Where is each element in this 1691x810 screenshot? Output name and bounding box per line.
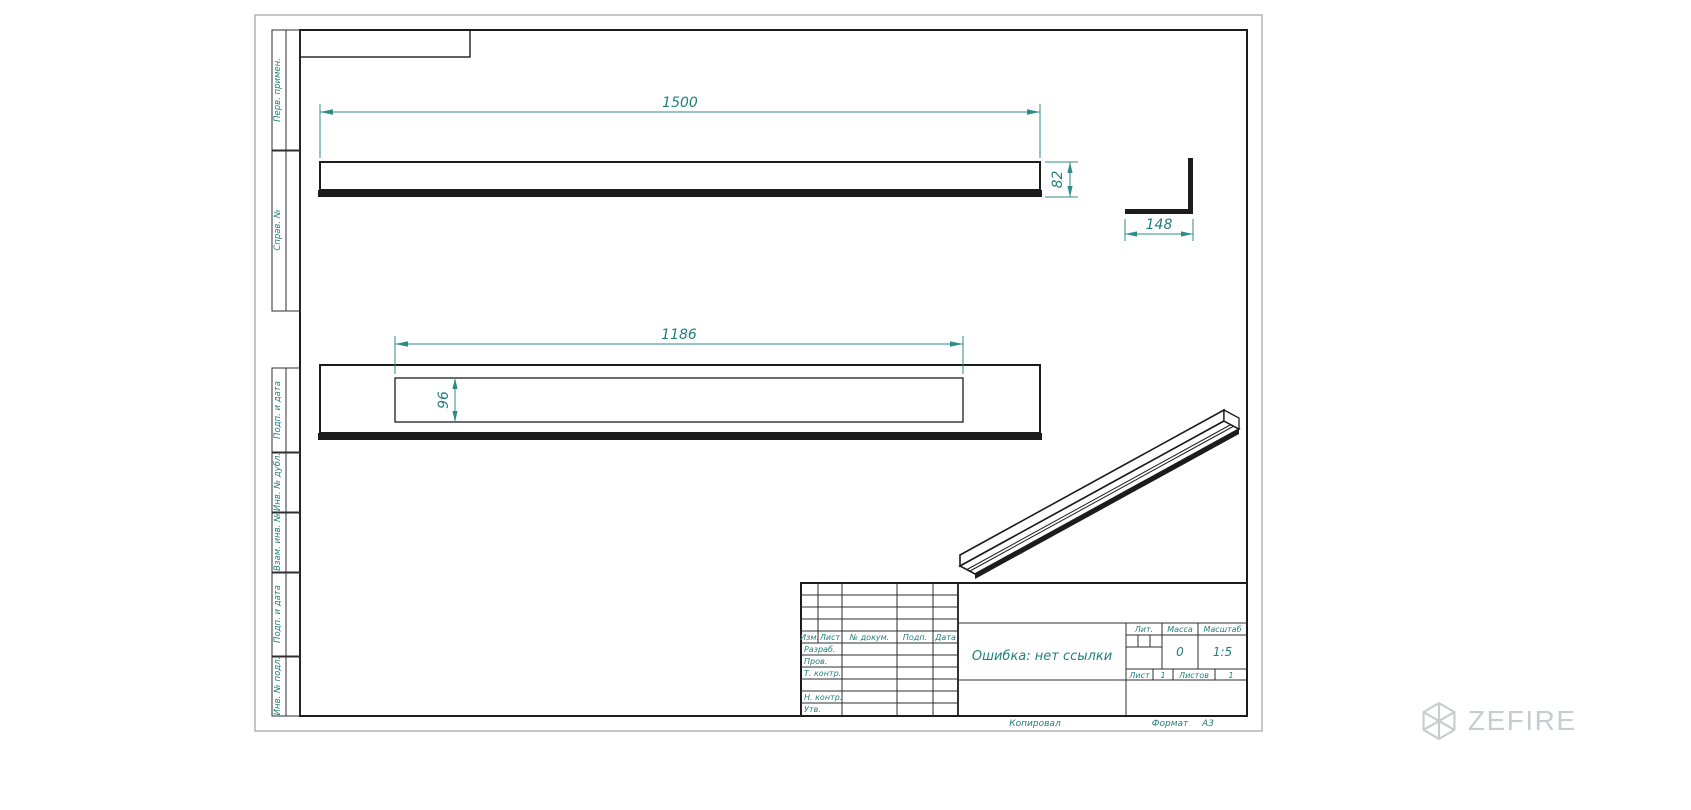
dim-width-96: 96 [436, 391, 452, 409]
tb-document-name: Ошибка: нет ссылки [972, 649, 1112, 664]
footer-format-label: Формат [1152, 719, 1189, 729]
tb-sheet-label: Лист [1128, 671, 1150, 680]
tb-role-utv: Утв. [804, 705, 821, 714]
tb-header-date: Дата [934, 633, 956, 642]
side-label-inv-dubl: Инв. № дубл. [273, 453, 283, 511]
plan-view: 1186 96 [318, 327, 1042, 440]
tb-lit-label: Лит. [1134, 625, 1153, 634]
dim-height-82: 82 [1050, 171, 1066, 189]
tb-role-t-kontr: Т. контр. [804, 669, 841, 678]
side-column: Перв. примен. Справ. № Подп. и дата Инв.… [271, 29, 301, 717]
side-label-sprav-no: Справ. № [273, 209, 283, 251]
snowflake-icon [1422, 701, 1456, 741]
dim-length-1500: 1500 [662, 95, 698, 111]
tb-header-list: Лист [819, 633, 841, 642]
title-block-stamp: Изм. Лист № докум. Подп. Дата Разраб. Пр… [800, 582, 1248, 717]
tb-scale-value: 1:5 [1213, 645, 1232, 659]
sheet-footer: Копировал Формат A3 [1009, 719, 1214, 729]
brand-name: ZEFIRE [1468, 705, 1577, 736]
tb-role-n-kontr: Н. контр. [804, 693, 842, 702]
footer-copied-label: Копировал [1009, 719, 1061, 729]
side-label-perv-primen: Перв. примен. [273, 58, 283, 122]
side-label-vzam-inv: Взам. инв. № [273, 513, 283, 571]
side-label-podp-data-2: Подп. и дата [273, 585, 283, 643]
tb-mass-value: 0 [1176, 645, 1184, 659]
tb-header-izm: Изм. [800, 633, 819, 642]
dim-length-1186: 1186 [661, 327, 697, 343]
section-view: 148 [1124, 158, 1194, 241]
dim-width-148: 148 [1146, 217, 1173, 233]
tb-sheets-value: 1 [1228, 671, 1233, 680]
footer-format-value: A3 [1201, 719, 1214, 729]
tb-sheet-value: 1 [1160, 671, 1165, 680]
tb-role-razrab: Разраб. [804, 645, 835, 654]
tb-header-doc: № докум. [849, 633, 889, 642]
isometric-view [958, 408, 1241, 579]
brand-watermark: ZEFIRE [1418, 700, 1577, 742]
tb-sheets-label: Листов [1178, 671, 1209, 680]
front-view: 1500 82 [318, 95, 1078, 198]
tb-mass-label: Масса [1167, 625, 1193, 634]
side-label-podp-data-1: Подп. и дата [273, 381, 283, 439]
tb-header-podp: Подп. [903, 633, 927, 642]
tb-scale-label: Масштаб [1203, 625, 1241, 634]
tb-role-prov: Пров. [804, 657, 827, 666]
side-label-inv-podl: Инв. № подл. [273, 657, 283, 716]
